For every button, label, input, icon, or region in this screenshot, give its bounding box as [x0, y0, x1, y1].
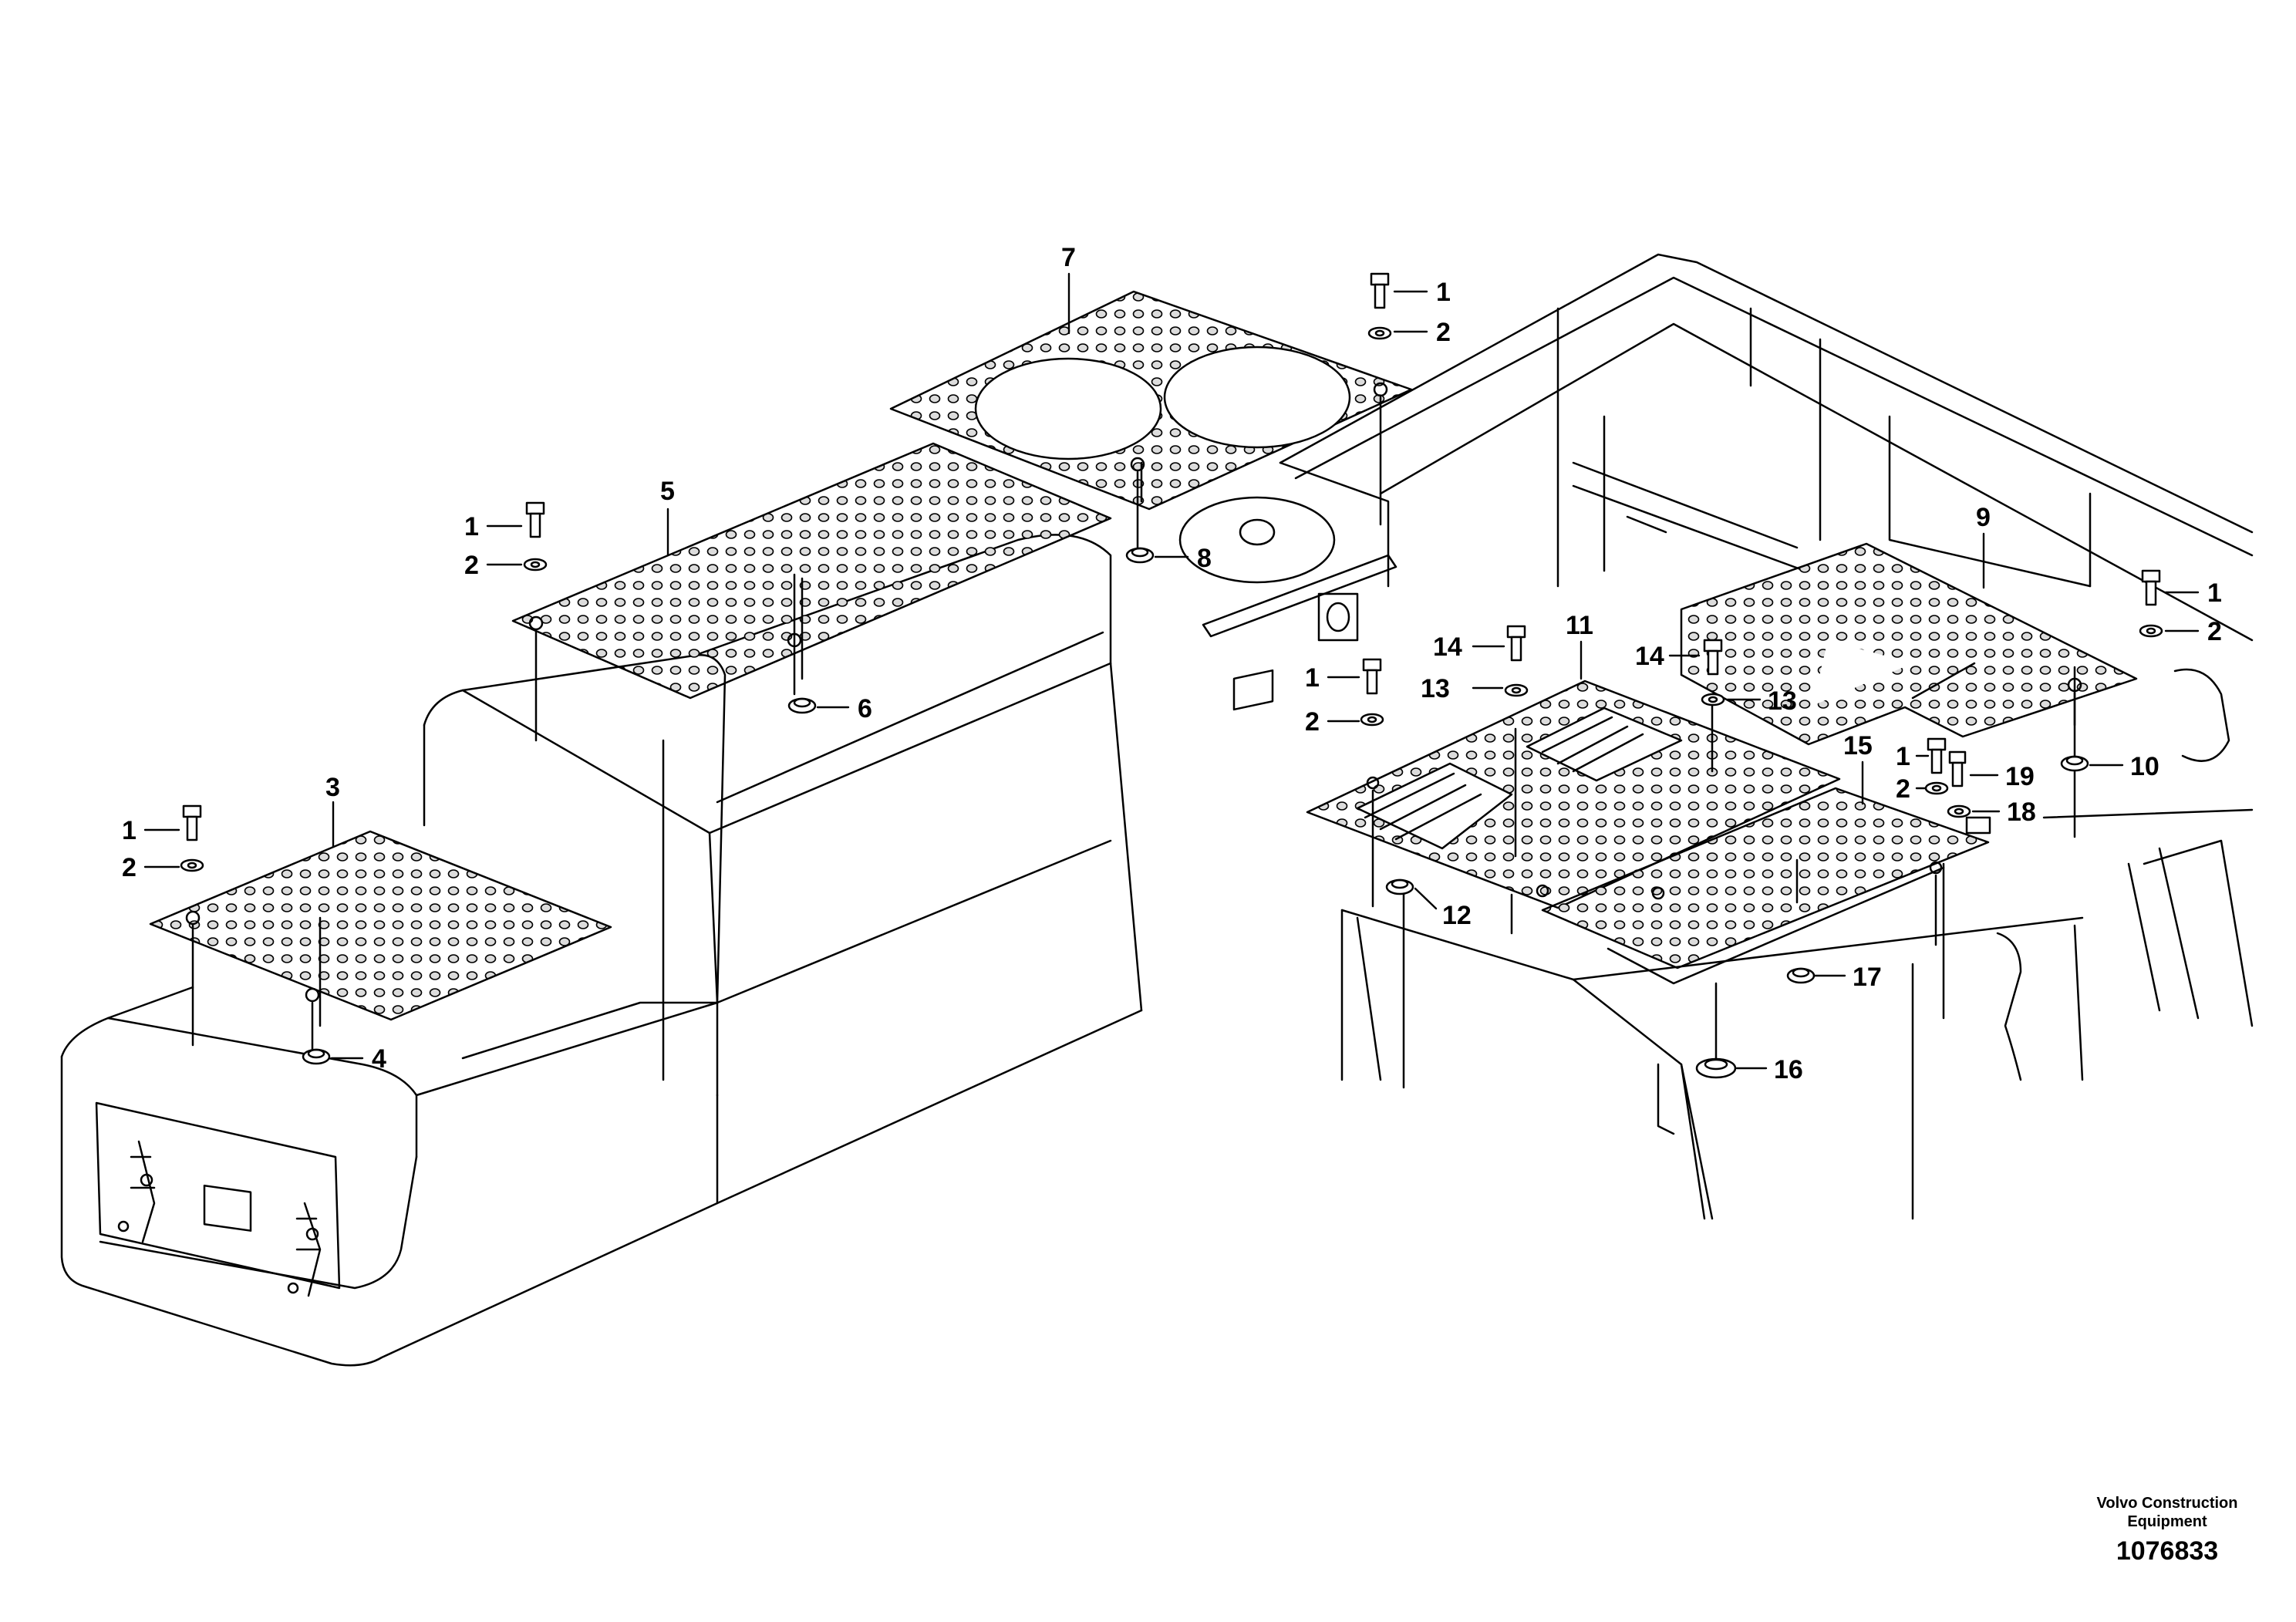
grommet-12 — [1385, 878, 1414, 895]
manufacturer-line-2: Equipment — [2127, 1513, 2207, 1530]
callout-12: 12 — [1442, 901, 1472, 930]
callout-1: 1 — [1305, 663, 1320, 693]
plate-7 — [889, 290, 1413, 549]
callout-14: 14 — [1635, 642, 1664, 671]
bolt-and-washer-set-d — [2139, 569, 2163, 638]
callout-11: 11 — [1566, 611, 1593, 640]
grommet-6 — [787, 697, 817, 714]
plate-15 — [1541, 787, 1990, 1066]
engine-hood-outline — [60, 534, 1405, 1367]
grommet-16 — [1695, 1057, 1737, 1079]
grommet-17 — [1786, 967, 1816, 984]
callout-2: 2 — [1305, 707, 1320, 737]
bolt-19-washer-18-set — [1947, 750, 1971, 818]
callout-2: 2 — [464, 551, 479, 580]
callout-13: 13 — [1768, 686, 1797, 716]
callout-19: 19 — [2005, 762, 2035, 791]
plate-5 — [511, 442, 1112, 742]
manufacturer-line-1: Volvo Construction — [2096, 1495, 2238, 1512]
callout-10: 10 — [2130, 752, 2159, 781]
filler-cap — [1178, 496, 1397, 711]
callout-1: 1 — [1896, 742, 1910, 771]
side-panel — [95, 1101, 341, 1297]
callout-1: 1 — [122, 816, 137, 845]
leader-lines — [143, 272, 2200, 1070]
callout-17: 17 — [1853, 963, 1882, 992]
callout-18: 18 — [2007, 798, 2036, 827]
bolt-and-washer-set-f — [1924, 737, 1949, 795]
callout-1: 1 — [2207, 578, 2222, 608]
callout-9: 9 — [1976, 503, 1991, 532]
callout-2: 2 — [1436, 318, 1451, 347]
bolt-14-washer-13-set-b — [1701, 639, 1725, 706]
callout-8: 8 — [1197, 544, 1212, 573]
grommet-8 — [1125, 547, 1155, 564]
callout-6: 6 — [858, 694, 872, 723]
bolt-and-washer-set-c — [1367, 272, 1392, 340]
bolt-and-washer-set-b — [523, 501, 548, 572]
document-number: 1076833 — [2116, 1536, 2219, 1566]
plate-3 — [149, 830, 612, 1050]
callout-4: 4 — [372, 1044, 386, 1074]
manufacturer-label: Volvo Construction Equipment — [2067, 1494, 2267, 1531]
callout-15: 15 — [1843, 731, 1873, 760]
plate-11 — [1306, 679, 1841, 935]
plate-9 — [1680, 542, 2138, 838]
callout-labels: 1 2 3 4 1 2 5 6 7 1 2 8 9 1 2 10 11 1 2 … — [122, 243, 2222, 1084]
callout-5: 5 — [660, 477, 675, 506]
bolt-and-washer-set-a — [180, 804, 204, 872]
callout-3: 3 — [325, 773, 340, 802]
callout-1: 1 — [1436, 278, 1451, 307]
callout-1: 1 — [464, 512, 479, 541]
grommet-10 — [2060, 755, 2089, 772]
callout-2: 2 — [122, 853, 137, 882]
callout-2: 2 — [2207, 617, 2222, 646]
callout-7: 7 — [1061, 243, 1076, 272]
callout-13: 13 — [1421, 674, 1450, 703]
grommet-4 — [302, 1048, 331, 1065]
callout-16: 16 — [1774, 1055, 1803, 1084]
callout-14: 14 — [1433, 632, 1462, 662]
callout-2: 2 — [1896, 774, 1910, 804]
bolt-14-washer-13-set-a — [1504, 625, 1529, 697]
cab-frame-outline — [1279, 253, 2254, 1220]
bolt-and-washer-set-e — [1360, 658, 1384, 727]
